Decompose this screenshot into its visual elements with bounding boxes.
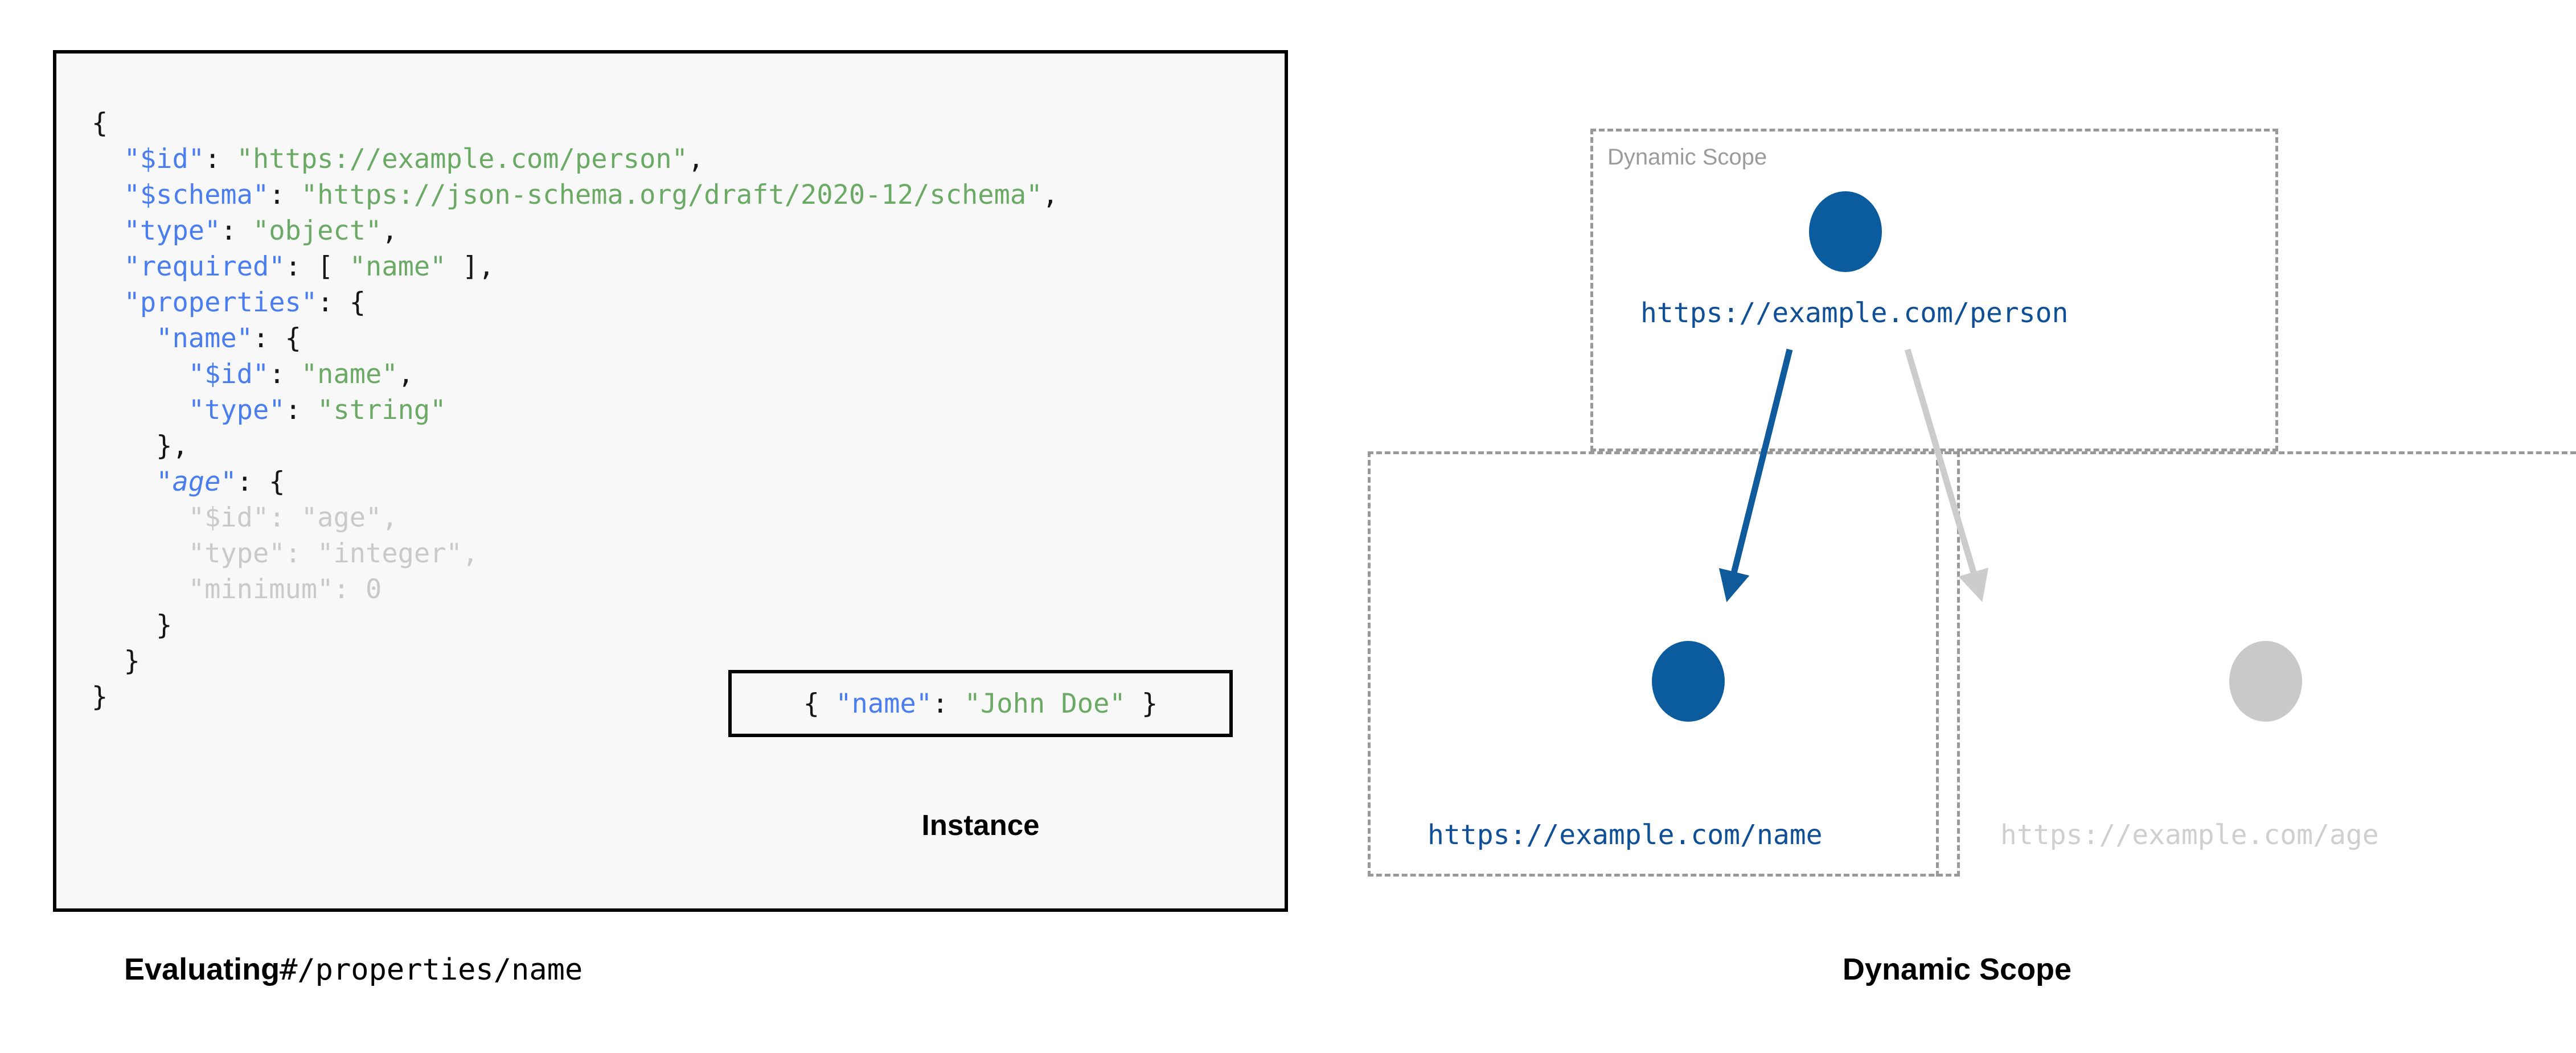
- code-line: {: [92, 105, 1059, 141]
- instance-caption: Instance: [921, 809, 1040, 841]
- instance-code: { "name": "John Doe" }: [803, 688, 1158, 719]
- node-label-name: https://example.com/name: [1428, 819, 1823, 851]
- code-line: "required": [ "name" ],: [92, 249, 1059, 285]
- code-token: "https://json-schema.org/draft/2020-12/s…: [301, 179, 1043, 211]
- code-line: "name": {: [92, 320, 1059, 356]
- code-token: "required": [124, 251, 285, 282]
- code-line: "type": "object",: [92, 213, 1059, 249]
- code-token: "$schema": [124, 179, 269, 211]
- code-line: }: [92, 643, 1059, 679]
- scope-edges: [1718, 348, 1989, 602]
- code-token: "string": [317, 394, 446, 426]
- schema-code-listing: { "$id": "https://example.com/person", "…: [92, 105, 1059, 715]
- code-token: :: [269, 179, 301, 211]
- code-token: "$id": [124, 143, 205, 175]
- code-line: }: [92, 679, 1059, 715]
- code-token: },: [92, 430, 188, 462]
- code-token: {: [803, 688, 836, 719]
- code-token: : {: [236, 466, 285, 497]
- evaluating-label: Evaluating: [124, 952, 280, 986]
- code-token: "name": [156, 323, 253, 354]
- code-token: "name": [349, 251, 446, 282]
- schema-code-box: { "$id": "https://example.com/person", "…: [53, 50, 1288, 912]
- code-token: "minimum": 0: [92, 574, 382, 605]
- node-circle-name: [1652, 641, 1725, 722]
- code-token: {: [92, 108, 108, 139]
- code-line: "minimum": 0: [92, 571, 1059, 607]
- code-token: "https://example.com/person": [236, 143, 688, 175]
- code-token: [92, 466, 156, 497]
- code-token: [92, 251, 124, 282]
- code-token: "type": [124, 215, 221, 246]
- dynamic-scope-caption: Dynamic Scope: [1842, 952, 2072, 986]
- code-token: :: [204, 143, 237, 175]
- code-token: :: [269, 359, 301, 390]
- code-token: ,: [687, 143, 704, 175]
- code-token: "John Doe": [964, 688, 1126, 719]
- code-token: "type": [188, 394, 285, 426]
- code-token: ,: [382, 215, 398, 246]
- code-token: ],: [446, 251, 495, 282]
- code-token: [92, 287, 124, 318]
- code-token: ,: [397, 359, 414, 390]
- code-token: [92, 323, 156, 354]
- code-line: }: [92, 607, 1059, 643]
- instance-box: { "name": "John Doe" }: [728, 670, 1233, 737]
- code-line: "age": {: [92, 464, 1059, 500]
- code-token: [92, 179, 124, 211]
- node-circle-person: [1809, 191, 1882, 272]
- node-label-age: https://example.com/age: [2000, 819, 2379, 851]
- code-token: [92, 143, 124, 175]
- code-token: "name": [301, 359, 398, 390]
- code-token: "name": [835, 688, 933, 719]
- code-token: [92, 359, 188, 390]
- code-token: }: [92, 681, 108, 713]
- code-token: "age": [156, 466, 237, 497]
- code-token: [92, 394, 188, 426]
- code-token: :: [932, 688, 965, 719]
- code-token: "properties": [124, 287, 318, 318]
- dynamic-scope-region-name: [1368, 451, 1960, 877]
- dynamic-scope-region-age: [1936, 451, 2576, 877]
- edge-person-to-age: [1904, 348, 1989, 602]
- code-token: : {: [317, 287, 366, 318]
- evaluating-pointer: #/properties/name: [280, 953, 583, 987]
- code-token: "$id": [188, 359, 269, 390]
- schema-panel: { "$id": "https://example.com/person", "…: [53, 50, 1288, 987]
- edge-person-to-name: [1718, 348, 1793, 602]
- code-line: "$id": "https://example.com/person",: [92, 141, 1059, 177]
- evaluating-caption: Evaluating#/properties/name: [124, 952, 583, 987]
- node-label-person: https://example.com/person: [1640, 297, 2069, 329]
- code-token: :: [285, 394, 318, 426]
- code-token: [92, 215, 124, 246]
- code-token: "object": [252, 215, 382, 246]
- node-circle-age: [2229, 641, 2302, 722]
- code-token: ,: [1042, 179, 1059, 211]
- code-line: "properties": {: [92, 285, 1059, 320]
- code-token: "$id": "age",: [92, 502, 398, 533]
- code-line: },: [92, 428, 1059, 464]
- code-line: "type": "string": [92, 392, 1059, 428]
- code-token: : {: [252, 323, 301, 354]
- code-line: "$id": "name",: [92, 356, 1059, 392]
- code-line: "$schema": "https://json-schema.org/draf…: [92, 177, 1059, 213]
- code-token: : [: [285, 251, 350, 282]
- code-token: :: [220, 215, 253, 246]
- dynamic-scope-region-label: Dynamic Scope: [1607, 145, 1767, 170]
- code-line: "type": "integer",: [92, 536, 1059, 571]
- dynamic-scope-panel: Dynamic Scope https://example.com/person…: [1338, 0, 2576, 1053]
- code-token: }: [92, 645, 140, 677]
- code-token: }: [1125, 688, 1158, 719]
- code-line: "$id": "age",: [92, 500, 1059, 536]
- code-token: }: [92, 610, 173, 641]
- code-token: "type": "integer",: [92, 538, 479, 569]
